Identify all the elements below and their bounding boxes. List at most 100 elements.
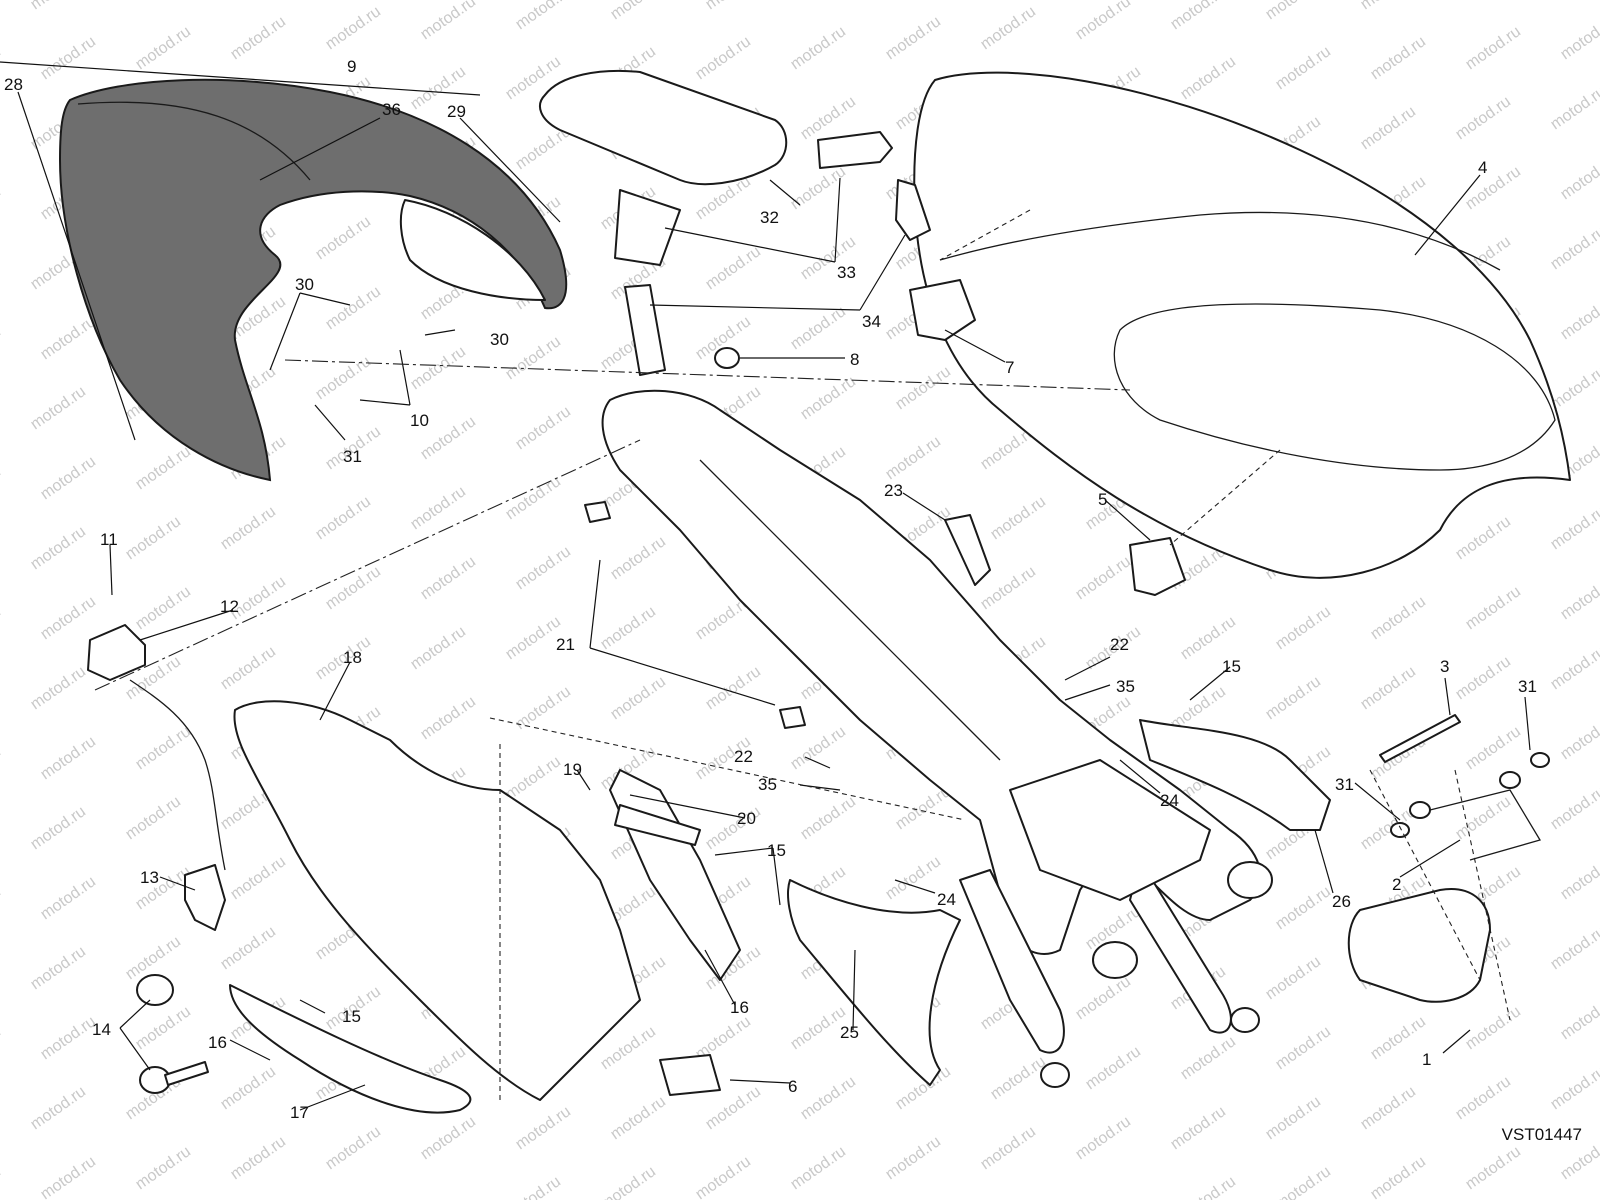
watermark-text: motod.ru bbox=[693, 1153, 754, 1200]
watermark-text: motod.ru bbox=[1178, 1033, 1239, 1083]
watermark-text: motod.ru bbox=[218, 503, 279, 553]
watermark-text: motod.ru bbox=[598, 603, 659, 653]
watermark-text: motod.ru bbox=[798, 793, 859, 843]
callout-10: 10 bbox=[410, 411, 429, 430]
watermark-text: motod.ru bbox=[1073, 1113, 1134, 1163]
watermark-text: motod.ru bbox=[513, 543, 574, 593]
watermark-text: motod.ru bbox=[1463, 723, 1524, 773]
callout-36: 36 bbox=[382, 100, 401, 119]
watermark-text: motod.ru bbox=[1548, 783, 1600, 833]
callout-30-lower: 31 bbox=[343, 447, 362, 466]
watermark-text: motod.ru bbox=[323, 563, 384, 613]
callout-7: 7 bbox=[1005, 358, 1014, 377]
callout-18: 18 bbox=[343, 648, 362, 667]
watermark-text: motod.ru bbox=[1168, 0, 1229, 33]
watermark-text: motod.ru bbox=[703, 243, 764, 293]
callout-5: 5 bbox=[1098, 490, 1107, 509]
watermark-text: motod.ru bbox=[1453, 0, 1514, 3]
watermark-text: motod.ru bbox=[883, 853, 944, 903]
assembly-lines bbox=[94, 209, 1511, 1100]
watermark-text: motod.ru bbox=[418, 553, 479, 603]
watermark-text: motod.ru bbox=[133, 1003, 194, 1053]
watermark-text: motod.ru bbox=[1358, 1083, 1419, 1133]
watermark-text: motod.ru bbox=[1083, 1043, 1144, 1093]
watermark-text: motod.ru bbox=[1453, 1073, 1514, 1123]
watermark-text: motod.ru bbox=[1073, 0, 1134, 43]
seat-cowl bbox=[58, 78, 568, 482]
watermark-text: motod.ru bbox=[883, 13, 944, 63]
watermark-text: motod.ru bbox=[0, 743, 4, 793]
callout-11: 11 bbox=[100, 530, 118, 549]
watermark-text: motod.ru bbox=[1453, 513, 1514, 563]
watermark-text: motod.ru bbox=[1368, 33, 1429, 83]
watermark-text: motod.ru bbox=[133, 723, 194, 773]
watermark-text: motod.ru bbox=[1368, 593, 1429, 643]
callout-3: 3 bbox=[1440, 657, 1449, 676]
watermark-text: motod.ru bbox=[1558, 993, 1600, 1043]
watermark-text: motod.ru bbox=[1463, 1003, 1524, 1053]
watermark-text: motod.ru bbox=[0, 883, 4, 933]
watermark-text: motod.ru bbox=[0, 1163, 4, 1200]
watermark-text: motod.ru bbox=[608, 533, 669, 583]
watermark-text: motod.ru bbox=[313, 353, 374, 403]
watermark-text: motod.ru bbox=[218, 1063, 279, 1113]
tail-undertray bbox=[229, 700, 641, 1114]
watermark-text: motod.ru bbox=[1548, 223, 1600, 273]
watermark-text: motod.ru bbox=[0, 183, 4, 233]
watermark-text: motod.ru bbox=[608, 673, 669, 723]
callout-34: 34 bbox=[862, 312, 881, 331]
callout-26: 26 bbox=[1332, 892, 1351, 911]
watermark-text: motod.ru bbox=[608, 0, 669, 23]
callout-16-left: 16 bbox=[208, 1033, 227, 1052]
callout-20: 20 bbox=[737, 809, 756, 828]
watermark-text: motod.ru bbox=[38, 313, 99, 363]
leader-lines bbox=[0, 61, 1531, 1111]
watermark-text: motod.ru bbox=[228, 1133, 289, 1183]
seat-pads bbox=[539, 69, 931, 376]
watermark-text: motod.ru bbox=[1273, 43, 1334, 93]
watermark-text: motod.ru bbox=[38, 1013, 99, 1063]
watermark-text: motod.ru bbox=[1463, 23, 1524, 73]
watermark-text: motod.ru bbox=[608, 1093, 669, 1143]
watermark-text: motod.ru bbox=[703, 0, 764, 13]
watermark-text: motod.ru bbox=[408, 623, 469, 673]
callout-12: 12 bbox=[220, 597, 239, 616]
callout-17: 17 bbox=[290, 1103, 309, 1122]
watermark-text: motod.ru bbox=[313, 493, 374, 543]
watermark-text: motod.ru bbox=[323, 1123, 384, 1173]
watermark-text: motod.ru bbox=[798, 1073, 859, 1123]
watermark-text: motod.ru bbox=[788, 303, 849, 353]
watermark-text: motod.ru bbox=[38, 733, 99, 783]
watermark-text: motod.ru bbox=[1178, 1173, 1239, 1200]
watermark-text: motod.ru bbox=[1548, 1063, 1600, 1113]
watermark-text: motod.ru bbox=[1178, 613, 1239, 663]
watermark-text: motod.ru bbox=[28, 383, 89, 433]
watermark-text: motod.ru bbox=[788, 23, 849, 73]
watermark-text: motod.ru bbox=[988, 493, 1049, 543]
watermark-text: motod.ru bbox=[1548, 503, 1600, 553]
callout-15-right: 15 bbox=[1222, 657, 1241, 676]
watermark-text: motod.ru bbox=[408, 483, 469, 533]
watermark-text: motod.ru bbox=[1358, 103, 1419, 153]
callout-24-upper: 24 bbox=[1160, 791, 1179, 810]
watermark-text: motod.ru bbox=[1273, 1163, 1334, 1200]
callout-21: 21 bbox=[556, 635, 575, 654]
watermark-text: motod.ru bbox=[503, 473, 564, 523]
watermark-text: motod.ru bbox=[38, 593, 99, 643]
watermark-text: motod.ru bbox=[798, 373, 859, 423]
watermark-text: motod.ru bbox=[788, 1143, 849, 1193]
watermark-text: motod.ru bbox=[978, 3, 1039, 53]
watermark-text: motod.ru bbox=[123, 513, 184, 563]
watermark-text: motod.ru bbox=[1548, 643, 1600, 693]
watermark-text: motod.ru bbox=[38, 453, 99, 503]
watermark-text: motod.ru bbox=[218, 923, 279, 973]
watermark-text: motod.ru bbox=[1073, 553, 1134, 603]
watermark-text: motod.ru bbox=[1368, 1153, 1429, 1200]
watermark-text: motod.ru bbox=[1453, 653, 1514, 703]
watermark-text: motod.ru bbox=[503, 333, 564, 383]
callout-31-lower: 31 bbox=[1335, 775, 1354, 794]
watermark-text: motod.ru bbox=[418, 0, 479, 43]
watermark-text: motod.ru bbox=[28, 803, 89, 853]
watermark-text: motod.ru bbox=[883, 1133, 944, 1183]
